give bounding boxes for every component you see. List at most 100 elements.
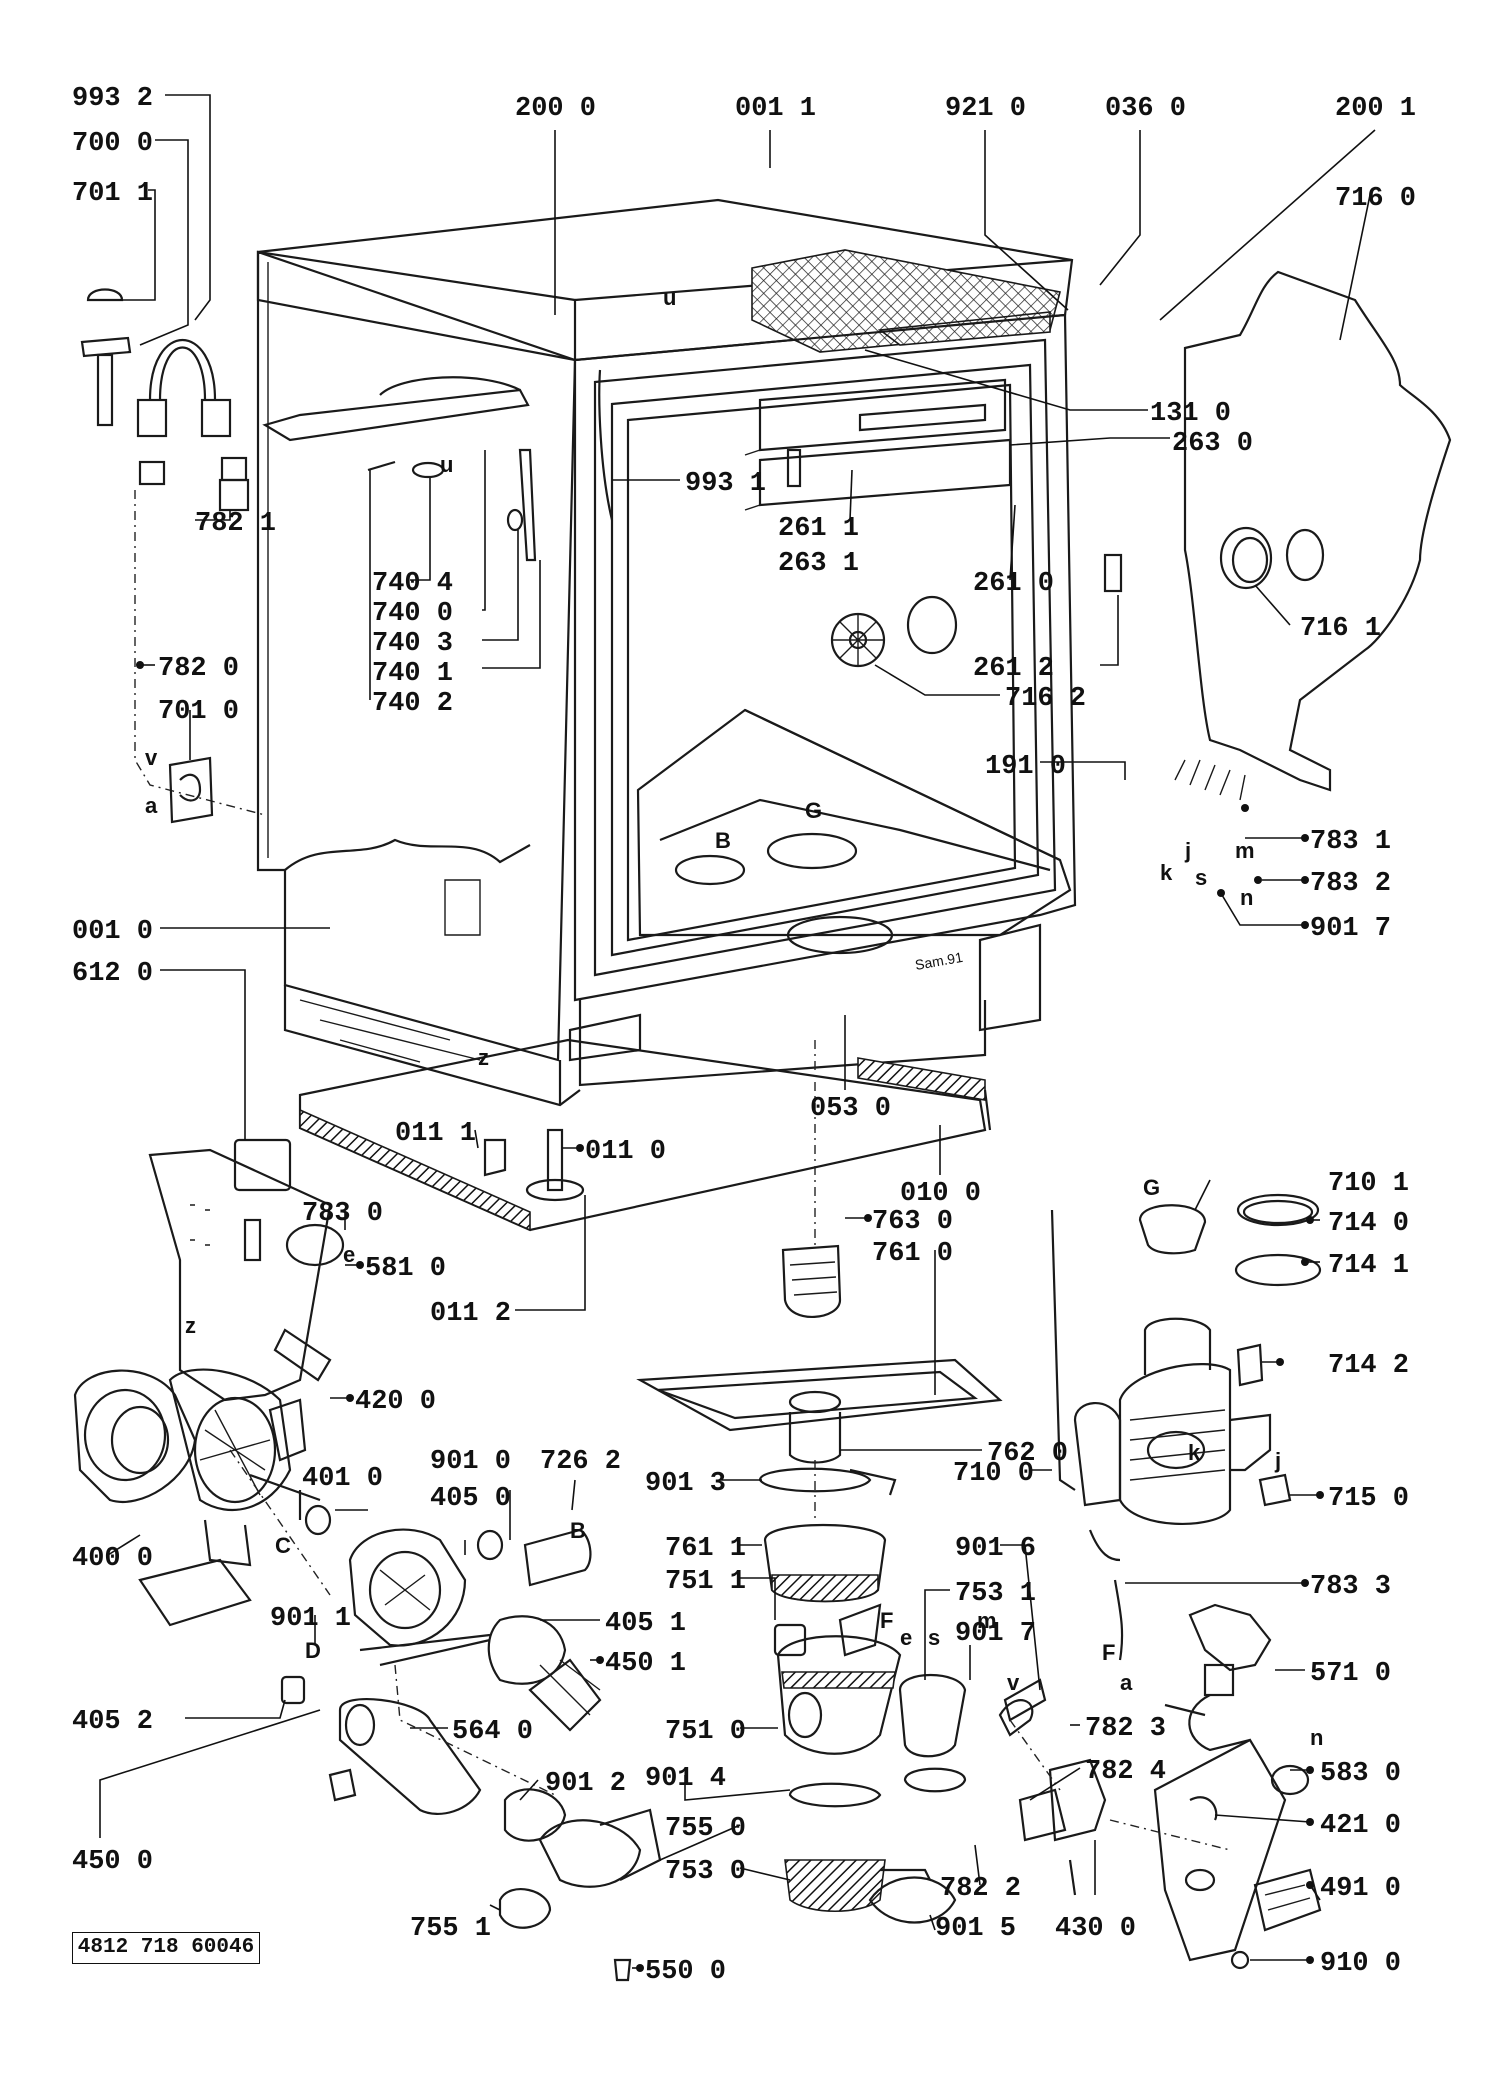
callout-726-2: 726 2: [540, 1447, 621, 1477]
callout-751-0: 751 0: [665, 1717, 746, 1747]
marker-f-sump: F: [880, 1608, 893, 1633]
callout-714-2: 714 2: [1328, 1351, 1409, 1381]
callout-011-2: 011 2: [430, 1299, 511, 1329]
callout-761-1: 761 1: [665, 1534, 746, 1564]
clip-701-0: [168, 756, 214, 824]
base-pan: [298, 1038, 992, 1232]
water-inlet-hose-group: [80, 288, 266, 816]
leader-lines: [99, 94, 1376, 1969]
marker-u-top: u: [663, 285, 676, 310]
callout-261-2: 261 2: [973, 654, 1054, 684]
marker-c-motor: C: [275, 1533, 291, 1558]
marker-d-pump: D: [305, 1638, 321, 1663]
side-insulation-panel: [1174, 270, 1452, 897]
callout-583-0: 583 0: [1320, 1759, 1401, 1789]
marker-a-clip: a: [145, 793, 158, 818]
callout-901-1: 901 1: [270, 1604, 351, 1634]
callout-701-0: 701 0: [158, 697, 239, 727]
marker-b-hose: B: [570, 1518, 586, 1543]
callout-740-0: 740 0: [372, 599, 453, 629]
callout-921-0: 921 0: [945, 94, 1026, 124]
callout-131-0: 131 0: [1150, 399, 1231, 429]
right-bracket: [1153, 1738, 1287, 1962]
inner-tub: [626, 383, 1017, 942]
callout-763-0: 763 0: [872, 1207, 953, 1237]
marker-f-hose: F: [1102, 1640, 1115, 1665]
callout-716-1: 716 1: [1300, 614, 1381, 644]
callout-550-0: 550 0: [645, 1957, 726, 1987]
callout-450-0: 450 0: [72, 1847, 153, 1877]
callout-612-0: 612 0: [72, 959, 153, 989]
document-number: 4812 718 60046: [72, 1932, 260, 1964]
callout-200-0: 200 0: [515, 94, 596, 124]
marker-s-panel: s: [1195, 865, 1207, 890]
water-softener-group: [1050, 1193, 1322, 1661]
marker-k-softener: k: [1188, 1440, 1201, 1465]
marker-v-filter: v: [1007, 1670, 1020, 1695]
marker-j-softener: j: [1274, 1448, 1281, 1473]
callout-010-0: 010 0: [900, 1179, 981, 1209]
callout-716-2: 716 2: [1005, 684, 1086, 714]
marker-a-valve: a: [1120, 1670, 1133, 1695]
callout-405-0: 405 0: [430, 1484, 511, 1514]
marker-s-filter: s: [928, 1625, 940, 1650]
callout-labels: 993 2 700 0 701 1 782 1 782 0 701 0 200 …: [72, 84, 1416, 1987]
callout-491-0: 491 0: [1320, 1874, 1401, 1904]
callout-200-1: 200 1: [1335, 94, 1416, 124]
leader-dots: [136, 661, 1324, 1972]
callout-740-1: 740 1: [372, 659, 453, 689]
callout-751-1: 751 1: [665, 1567, 746, 1597]
callout-783-3: 783 3: [1310, 1572, 1391, 1602]
sump-filter-group: [636, 1040, 1047, 1924]
callout-901-3: 901 3: [645, 1469, 726, 1499]
callout-011-0: 011 0: [585, 1137, 666, 1167]
callout-782-2: 782 2: [940, 1874, 1021, 1904]
callout-753-0: 753 0: [665, 1857, 746, 1887]
callout-036-0: 036 0: [1105, 94, 1186, 124]
callout-710-0: 710 0: [953, 1459, 1034, 1489]
callout-191-0: 191 0: [985, 752, 1066, 782]
marker-n-bracket: n: [1310, 1725, 1323, 1750]
drain-hole-g: [766, 832, 858, 870]
callout-993-2: 993 2: [72, 84, 153, 114]
letter-markers: u u v a B G j m k s n z e z G k j C B F …: [145, 285, 1323, 1750]
callout-011-1: 011 1: [395, 1119, 476, 1149]
callout-761-0: 761 0: [872, 1239, 953, 1269]
callout-782-4: 782 4: [1085, 1757, 1166, 1787]
control-bracket: [148, 1138, 345, 1402]
callout-901-7b: 901 7: [955, 1619, 1036, 1649]
marker-m-panel: m: [1235, 838, 1255, 863]
callout-571-0: 571 0: [1310, 1659, 1391, 1689]
foot-011-0: [525, 1178, 585, 1202]
marker-z-base: z: [478, 1045, 489, 1070]
callout-564-0: 564 0: [452, 1717, 533, 1747]
motor-pump-group: [73, 1368, 662, 1982]
callout-701-1: 701 1: [72, 179, 153, 209]
cabinet-assembly: [256, 198, 1123, 1107]
callout-783-0: 783 0: [302, 1199, 383, 1229]
callout-001-1: 001 1: [735, 94, 816, 124]
callout-421-0: 421 0: [1320, 1811, 1401, 1841]
callout-715-0: 715 0: [1328, 1484, 1409, 1514]
marker-g-softener: G: [1143, 1175, 1160, 1200]
callout-714-0: 714 0: [1328, 1209, 1409, 1239]
marker-u-hose: u: [440, 452, 453, 477]
callout-901-4: 901 4: [645, 1764, 726, 1794]
callout-782-1: 782 1: [195, 509, 276, 539]
callout-401-0: 401 0: [302, 1464, 383, 1494]
callout-263-1: 263 1: [778, 549, 859, 579]
inlet-valve: [1188, 1603, 1272, 1672]
callout-714-1: 714 1: [1328, 1251, 1409, 1281]
front-frame: [573, 313, 1077, 1002]
callout-400-0: 400 0: [72, 1544, 153, 1574]
callout-263-0: 263 0: [1172, 429, 1253, 459]
marker-v-clip: v: [145, 745, 158, 770]
inscription-text: Sam.91: [914, 949, 965, 973]
marker-g-floor: G: [805, 798, 822, 823]
marker-n-panel: n: [1240, 885, 1253, 910]
callout-405-2: 405 2: [72, 1707, 153, 1737]
callout-450-1: 450 1: [605, 1649, 686, 1679]
callout-901-6: 901 6: [955, 1534, 1036, 1564]
callout-740-2: 740 2: [372, 689, 453, 719]
